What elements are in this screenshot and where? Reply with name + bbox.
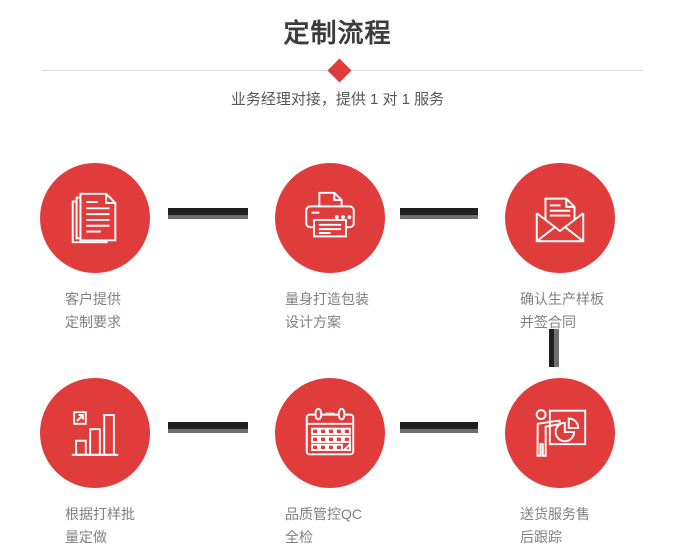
step-confirm-sample: 确认生产样板 并签合同	[505, 163, 675, 334]
bar-chart-icon-svg	[71, 411, 119, 456]
page-title: 定制流程	[283, 18, 392, 48]
step-delivery-aftersales: 送货服务售 后跟踪	[505, 378, 675, 549]
bar-chart-icon	[40, 378, 150, 488]
step-label-line: 品质管控QC	[285, 506, 362, 522]
step-label-line: 客户提供	[65, 291, 121, 307]
printer-icon	[275, 163, 385, 273]
step-label-line: 设计方案	[285, 314, 341, 330]
step-label: 确认生产样板 并签合同	[520, 288, 675, 334]
step-label-line: 全检	[285, 529, 313, 545]
connector-step4-step5	[168, 422, 248, 433]
page-subtitle: 业务经理对接，提供 1 对 1 服务	[230, 91, 445, 108]
step-label-line: 送货服务售	[520, 506, 590, 522]
calendar-icon-svg	[305, 407, 355, 456]
envelope-icon	[505, 163, 615, 273]
documents-icon	[40, 163, 150, 273]
step-label: 量身打造包装 设计方案	[285, 288, 445, 334]
diamond-icon	[327, 58, 352, 83]
envelope-icon-svg	[535, 197, 585, 243]
step-label: 送货服务售 后跟踪	[520, 503, 675, 549]
connector-step5-step6	[400, 422, 478, 433]
printer-icon-svg	[305, 191, 355, 238]
step-label-line: 确认生产样板	[520, 291, 604, 307]
step-label: 品质管控QC 全检	[285, 503, 445, 549]
step-customer-requirements: 客户提供 定制要求	[40, 163, 210, 334]
calendar-icon	[275, 378, 385, 488]
step-label-line: 后跟踪	[520, 529, 562, 545]
step-label: 根据打样批 量定做	[65, 503, 210, 549]
presentation-icon-svg	[535, 409, 587, 457]
connector-step1-step2	[168, 208, 248, 219]
step-qc-inspection: 品质管控QC 全检	[275, 378, 445, 549]
documents-icon-svg	[71, 192, 117, 244]
step-label-line: 定制要求	[65, 314, 121, 330]
step-label-line: 并签合同	[520, 314, 576, 330]
step-label-line: 量定做	[65, 529, 107, 545]
presentation-icon	[505, 378, 615, 488]
step-batch-production: 根据打样批 量定做	[40, 378, 210, 549]
step-packaging-design: 量身打造包装 设计方案	[275, 163, 445, 334]
step-label-line: 量身打造包装	[285, 291, 369, 307]
connector-step2-step3	[400, 208, 478, 219]
step-label: 客户提供 定制要求	[65, 288, 210, 334]
step-label-line: 根据打样批	[65, 506, 135, 522]
connector-step3-step6	[549, 329, 559, 367]
